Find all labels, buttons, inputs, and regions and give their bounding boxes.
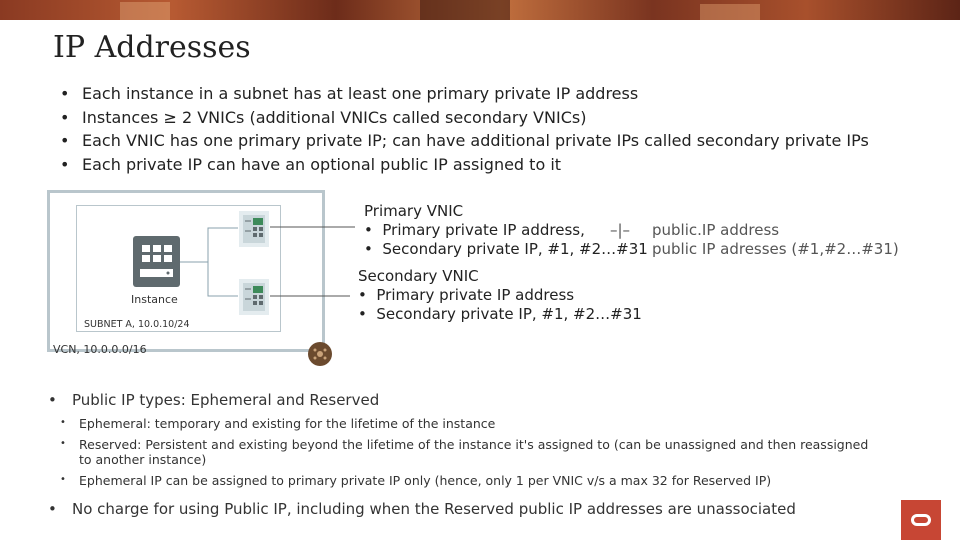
vnic-icon [239,211,269,247]
secondary-vnic-item: • Primary private IP address [358,286,574,304]
vnic-icon [239,279,269,315]
secondary-vnic-heading: Secondary VNIC [358,267,479,285]
public-ip-type-item: Ephemeral: temporary and existing for th… [79,416,495,431]
primary-vnic-item: • Primary private IP address, [364,221,585,239]
primary-vnic-public: public.IP address [652,221,779,239]
secondary-vnic-item: • Secondary private IP, #1, #2…#31 [358,305,642,323]
primary-vnic-heading: Primary VNIC [364,202,463,220]
sub-bullet-dot: • [60,474,66,485]
oracle-logo-icon [901,500,941,540]
service-gateway-icon [308,342,332,366]
no-charge-note: No charge for using Public IP, including… [72,500,796,518]
primary-vnic-public: public IP adresses (#1,#2…#31) [652,240,899,258]
primary-vnic-item: • Secondary private IP, #1, #2…#31 [364,240,648,258]
sub-bullet-dot: • [60,438,66,449]
bullet-dot: • [48,391,57,409]
bullet-dot: • [48,500,57,518]
public-ip-type-item: Reserved: Persistent and existing beyond… [79,437,879,467]
sub-bullet-dot: • [60,417,66,428]
public-ip-type-item: Ephemeral IP can be assigned to primary … [79,473,771,488]
public-ip-types-heading: Public IP types: Ephemeral and Reserved [72,391,379,409]
primary-vnic-arrow: –|– [610,221,630,239]
